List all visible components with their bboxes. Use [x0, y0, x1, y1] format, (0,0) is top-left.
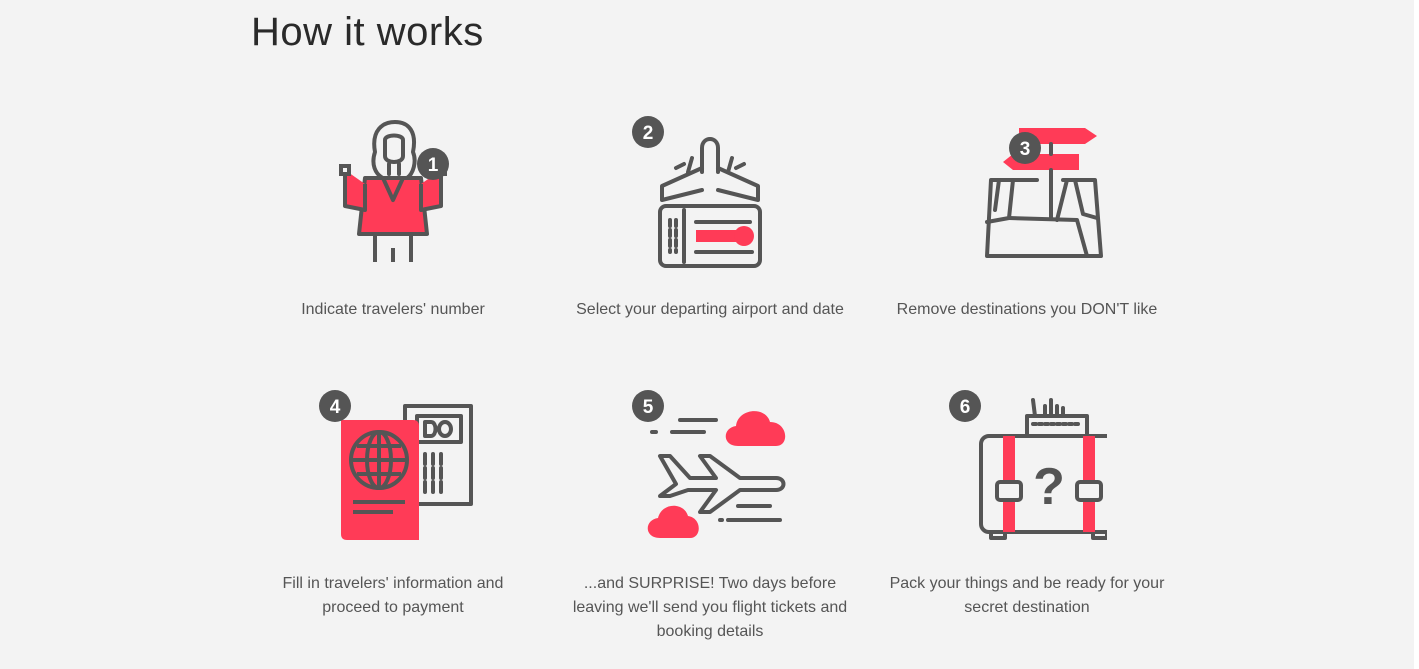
scrollbar[interactable] [1414, 0, 1419, 669]
step-number-badge: 3 [1009, 132, 1041, 164]
svg-text:3: 3 [1020, 139, 1031, 160]
svg-text:1: 1 [428, 155, 439, 176]
step-caption: Remove destinations you DON'T like [896, 301, 1158, 318]
svg-text:4: 4 [330, 397, 341, 418]
svg-text:5: 5 [643, 397, 654, 418]
step-1: 1 Indicate travelers' number [253, 110, 533, 330]
step-5: 5 ...and SURPRISE! Two days before leavi… [570, 386, 850, 666]
section-title: How it works [251, 10, 484, 54]
step-number-badge: 2 [632, 116, 664, 148]
step-number-badge: 5 [632, 390, 664, 422]
mystery-suitcase-icon: ? 6 [949, 390, 1107, 540]
plane-ticket-icon: 2 [632, 116, 762, 268]
step-number-badge: 4 [319, 390, 351, 422]
step-caption: Fill in travelers' information and proce… [282, 575, 504, 616]
step-caption: ...and SURPRISE! Two days before leaving… [572, 575, 848, 640]
svg-text:6: 6 [960, 397, 971, 418]
passport-icon: 4 [319, 390, 473, 540]
step-3: 3 Remove destinations you DON'T like [887, 110, 1167, 350]
step-2: 2 Select your departing airport and date [570, 110, 850, 350]
traveler-woman-icon: 1 [339, 120, 449, 262]
step-number-badge: 6 [949, 390, 981, 422]
step-6: ? 6 Pack your things and be ready for yo… [887, 386, 1167, 626]
svg-text:2: 2 [643, 123, 654, 144]
question-mark-glyph: ? [1033, 458, 1065, 516]
step-caption: Indicate travelers' number [301, 301, 485, 318]
map-signpost-icon: 3 [985, 128, 1103, 258]
plane-clouds-icon: 5 [632, 390, 786, 538]
step-caption: Select your departing airport and date [576, 301, 844, 318]
step-caption: Pack your things and be ready for your s… [889, 575, 1165, 616]
step-4: 4 Fill in travelers' information and pro… [253, 386, 533, 626]
step-number-badge: 1 [417, 148, 449, 180]
